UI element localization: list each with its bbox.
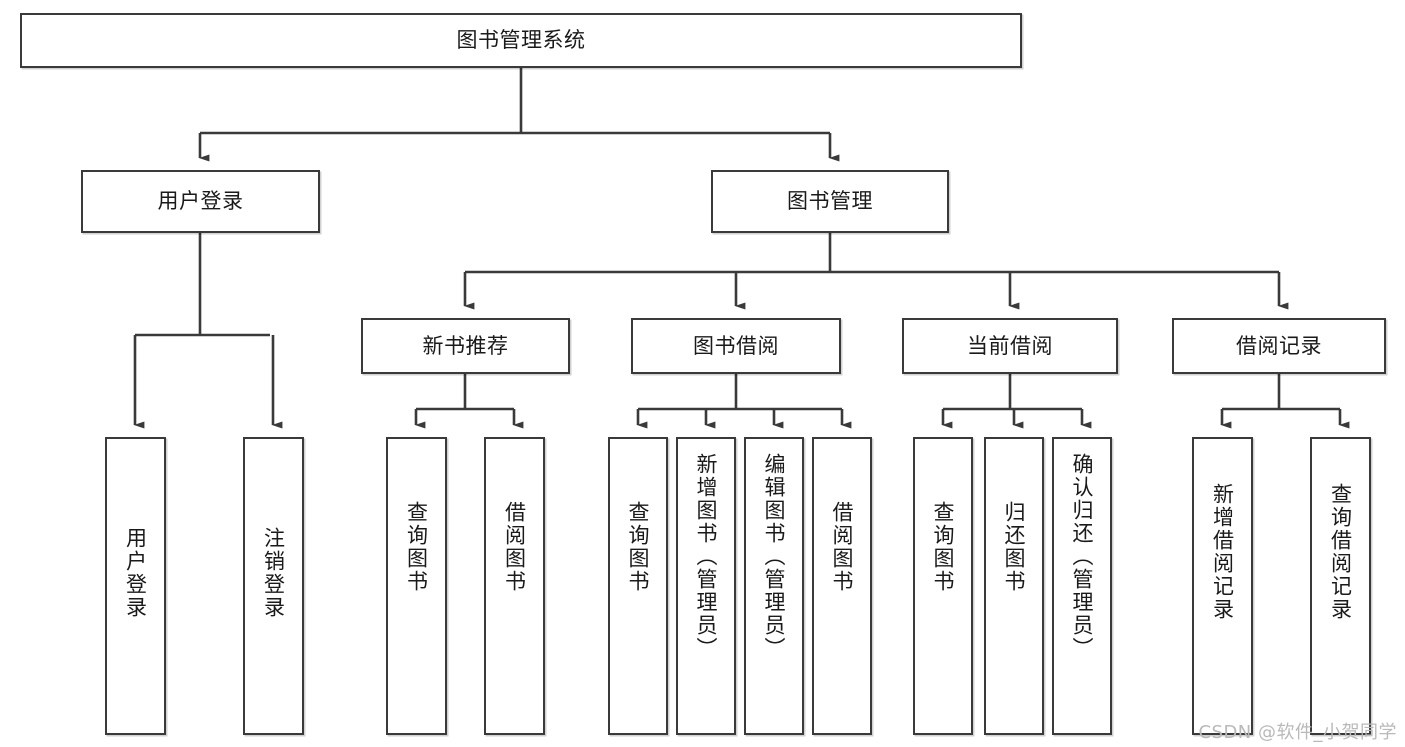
node-user-login-label: 用户登录 bbox=[157, 189, 244, 214]
node-leaf-logout-label: 注销登录 bbox=[261, 527, 286, 619]
node-leaf-add-book[interactable]: 新增图书（管理员） bbox=[676, 437, 736, 735]
node-leaf-query-book-cur-label: 查询图书 bbox=[931, 501, 956, 593]
node-user-login[interactable]: 用户登录 bbox=[81, 170, 320, 233]
node-leaf-return-book[interactable]: 归还图书 bbox=[984, 437, 1044, 735]
node-leaf-borrow-book[interactable]: 借阅图书 bbox=[812, 437, 872, 735]
node-leaf-confirm-return-label: 确认归还（管理员） bbox=[1070, 453, 1095, 660]
node-leaf-user-login-label: 用户登录 bbox=[123, 527, 148, 619]
node-leaf-confirm-return[interactable]: 确认归还（管理员） bbox=[1052, 437, 1112, 735]
node-leaf-borrow-book-label: 借阅图书 bbox=[830, 501, 855, 593]
node-leaf-add-record-label: 新增借阅记录 bbox=[1210, 483, 1235, 621]
node-leaf-edit-book-label: 编辑图书（管理员） bbox=[762, 453, 787, 660]
node-borrow-record[interactable]: 借阅记录 bbox=[1172, 318, 1386, 374]
node-book-manage-label: 图书管理 bbox=[787, 189, 873, 214]
node-book-manage[interactable]: 图书管理 bbox=[711, 170, 949, 233]
node-leaf-query-book-rec-label: 查询图书 bbox=[404, 501, 429, 593]
node-leaf-add-book-label: 新增图书（管理员） bbox=[694, 453, 719, 660]
node-current-borrow-label: 当前借阅 bbox=[967, 333, 1053, 358]
node-leaf-edit-book[interactable]: 编辑图书（管理员） bbox=[744, 437, 804, 735]
node-leaf-logout[interactable]: 注销登录 bbox=[243, 437, 304, 735]
node-book-borrow[interactable]: 图书借阅 bbox=[631, 318, 841, 374]
node-new-book-recommend[interactable]: 新书推荐 bbox=[361, 318, 570, 374]
node-leaf-query-book-borrow-label: 查询图书 bbox=[626, 501, 651, 593]
node-root-label: 图书管理系统 bbox=[456, 28, 586, 53]
node-borrow-record-label: 借阅记录 bbox=[1236, 333, 1322, 358]
node-leaf-query-book-rec[interactable]: 查询图书 bbox=[386, 437, 447, 735]
node-leaf-query-book-borrow[interactable]: 查询图书 bbox=[608, 437, 668, 735]
node-leaf-return-book-label: 归还图书 bbox=[1002, 501, 1027, 593]
node-root[interactable]: 图书管理系统 bbox=[20, 13, 1022, 68]
node-current-borrow[interactable]: 当前借阅 bbox=[902, 318, 1118, 374]
node-leaf-borrow-book-rec[interactable]: 借阅图书 bbox=[484, 437, 545, 735]
node-leaf-query-record-label: 查询借阅记录 bbox=[1328, 483, 1353, 621]
node-leaf-borrow-book-rec-label: 借阅图书 bbox=[502, 501, 527, 593]
node-leaf-query-record[interactable]: 查询借阅记录 bbox=[1310, 437, 1371, 735]
node-leaf-user-login[interactable]: 用户登录 bbox=[105, 437, 166, 735]
node-leaf-add-record[interactable]: 新增借阅记录 bbox=[1192, 437, 1253, 735]
node-new-book-recommend-label: 新书推荐 bbox=[422, 333, 509, 358]
node-book-borrow-label: 图书借阅 bbox=[693, 333, 779, 358]
node-leaf-query-book-cur[interactable]: 查询图书 bbox=[913, 437, 973, 735]
csdn-watermark: CSDN @软件_小贺同学 bbox=[1198, 722, 1397, 743]
